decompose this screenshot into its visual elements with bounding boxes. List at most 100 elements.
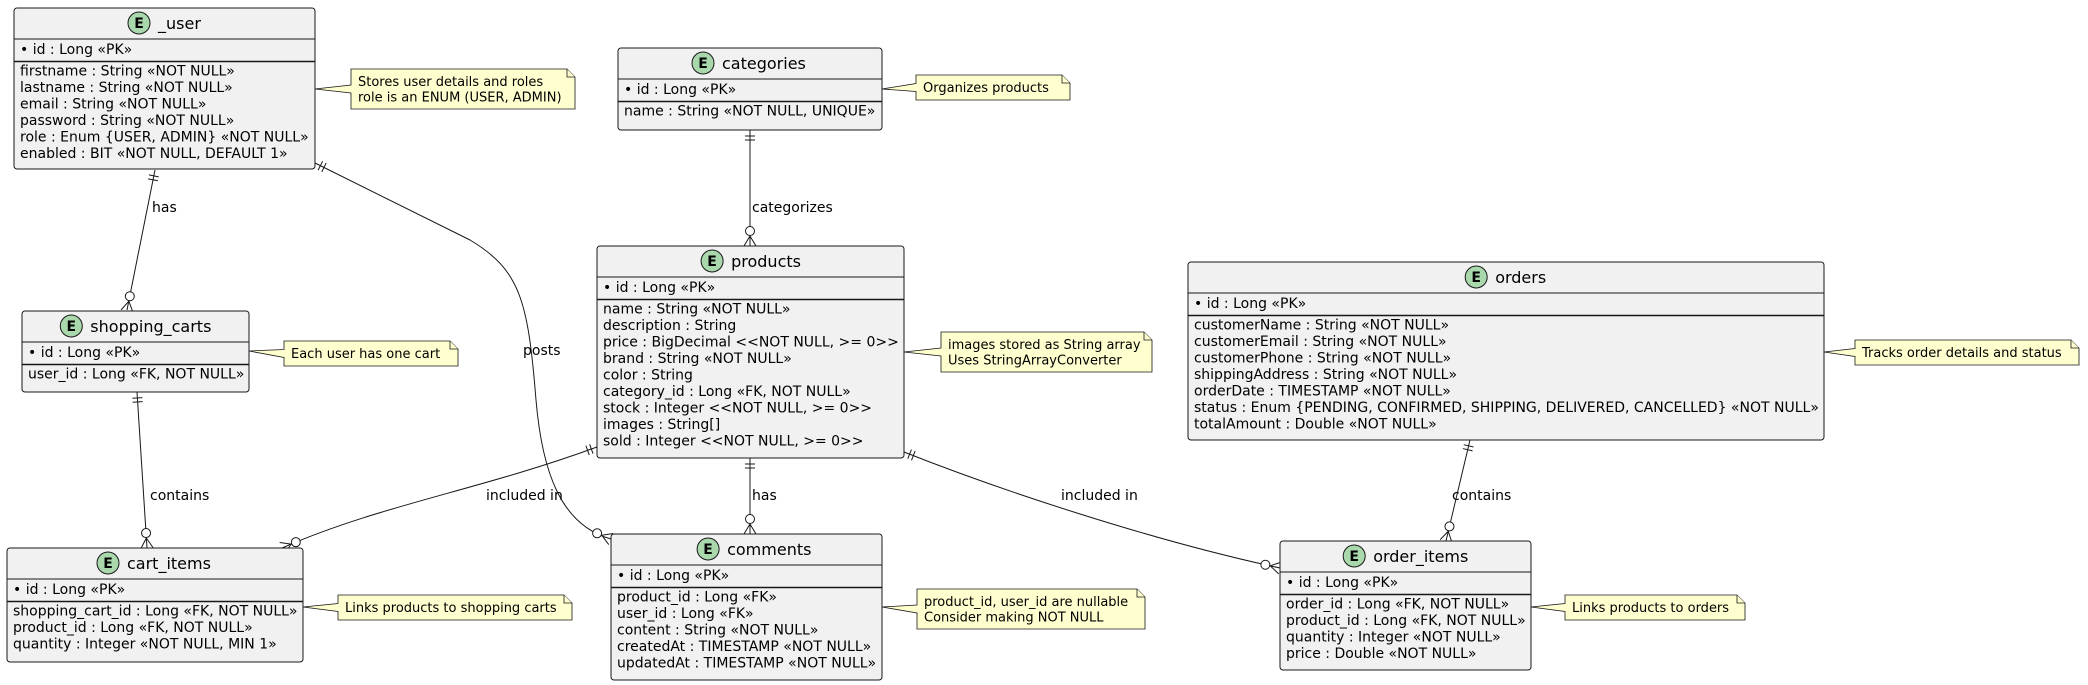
relationship-label: posts bbox=[523, 343, 561, 359]
note-text: Organizes products bbox=[923, 81, 1049, 96]
cardinality-one-mark bbox=[911, 450, 916, 461]
optional-circle-mark bbox=[1260, 559, 1271, 570]
note-fold-icon bbox=[1143, 332, 1152, 341]
optional-circle-mark bbox=[290, 537, 301, 548]
entity-field: price : BigDecimal <<NOT NULL, >= 0>> bbox=[603, 335, 899, 351]
note-text: Each user has one cart bbox=[291, 347, 440, 362]
note-text: role is an ENUM (USER, ADMIN) bbox=[358, 91, 562, 106]
entity-badge-letter: E bbox=[707, 254, 717, 270]
entity-field: images : String[] bbox=[603, 417, 720, 433]
cardinality-one-mark bbox=[132, 401, 143, 403]
relationship-products-included-cart: included in bbox=[279, 444, 598, 554]
relationship-user-posts-comments: posts bbox=[314, 160, 614, 545]
relationship-orders-contains-items: contains bbox=[1439, 439, 1511, 543]
entity-field: product_id : Long «FK, NOT NULL» bbox=[13, 620, 253, 636]
crowfoot-mark bbox=[128, 301, 134, 313]
entity-field: status : Enum {PENDING, CONFIRMED, SHIPP… bbox=[1194, 400, 1819, 416]
entity-badge-letter: E bbox=[1349, 549, 1359, 565]
crowfoot-mark bbox=[279, 541, 292, 545]
entity-field: updatedAt : TIMESTAMP «NOT NULL» bbox=[617, 656, 876, 672]
entity-field: shippingAddress : String «NOT NULL» bbox=[1194, 367, 1457, 383]
entity-pk-field: • id : Long «PK» bbox=[1286, 575, 1398, 591]
relationship-categories-categorizes-products: categorizes bbox=[743, 130, 833, 247]
relationship-products-has-comments: has bbox=[743, 458, 777, 535]
entity-field: customerEmail : String «NOT NULL» bbox=[1194, 334, 1447, 350]
note-fold-icon bbox=[1061, 75, 1070, 84]
entity-field: role : Enum {USER, ADMIN} «NOT NULL» bbox=[20, 130, 309, 146]
entity-field: enabled : BIT «NOT NULL, DEFAULT 1» bbox=[20, 146, 288, 162]
entity-badge-letter: E bbox=[1471, 270, 1481, 286]
entity-title: _user bbox=[157, 14, 201, 34]
relationship-user-has-carts: has bbox=[120, 169, 177, 313]
relationship-layer: has posts categorizes contains included in ha… bbox=[120, 130, 1511, 575]
entity-pk-field: • id : Long «PK» bbox=[20, 42, 132, 58]
entity-badge-letter: E bbox=[703, 542, 713, 558]
note-order-items: Links products to orders bbox=[1530, 594, 1746, 621]
entity-field: quantity : Integer «NOT NULL» bbox=[1286, 630, 1501, 646]
note-text: Consider making NOT NULL bbox=[924, 611, 1104, 626]
entity-title: categories bbox=[722, 54, 806, 73]
cardinality-one-mark bbox=[321, 162, 327, 173]
relationship-label: included in bbox=[1061, 488, 1138, 504]
entity-field: description : String bbox=[603, 318, 736, 334]
entity-box bbox=[1279, 540, 1532, 671]
cardinality-one-mark bbox=[1463, 444, 1474, 448]
entity-field: product_id : Long «FK» bbox=[617, 590, 777, 606]
relationship-label: categorizes bbox=[752, 200, 833, 216]
note-orders: Tracks order details and status bbox=[1823, 339, 2080, 366]
note-categories: Organizes products bbox=[881, 74, 1071, 101]
entity-field: firstname : String «NOT NULL» bbox=[20, 64, 235, 80]
cardinality-one-mark bbox=[148, 174, 159, 178]
note-shopping-carts: Each user has one cart bbox=[248, 340, 459, 367]
entity-field: quantity : Integer «NOT NULL, MIN 1» bbox=[13, 637, 277, 653]
entity-field: user_id : Long «FK» bbox=[617, 606, 754, 622]
entity-badge-icon bbox=[127, 11, 151, 35]
entity-field: product_id : Long «FK, NOT NULL» bbox=[1286, 613, 1526, 629]
note-fold-icon bbox=[449, 341, 458, 350]
entity-field: totalAmount : Double «NOT NULL» bbox=[1194, 417, 1437, 433]
note-fold-icon bbox=[566, 69, 575, 78]
note-text: product_id, user_id are nullable bbox=[924, 595, 1128, 610]
crowfoot-mark bbox=[743, 523, 751, 535]
note-comments: product_id, user_id are nullableConsider… bbox=[881, 588, 1146, 630]
entity-badge-icon bbox=[96, 551, 120, 575]
optional-circle-mark bbox=[124, 291, 135, 302]
note-text: Links products to shopping carts bbox=[345, 601, 557, 616]
relationship-line bbox=[903, 451, 1281, 569]
optional-circle-mark bbox=[141, 528, 152, 539]
entity-layer: E _user • id : Long «PK» firstname : String… bbox=[6, 7, 1825, 681]
entity-field: email : String «NOT NULL» bbox=[20, 97, 206, 113]
entity-field: lastname : String «NOT NULL» bbox=[20, 80, 233, 96]
note-shape bbox=[1823, 339, 2080, 366]
entity-badge-icon bbox=[1342, 544, 1366, 568]
entity-title: orders bbox=[1495, 268, 1546, 287]
relationship-line bbox=[281, 446, 598, 549]
crowfoot-mark bbox=[1270, 561, 1282, 567]
note-text: Links products to orders bbox=[1572, 601, 1729, 616]
cardinality-one-mark bbox=[132, 397, 143, 399]
entity-badge-letter: E bbox=[103, 556, 113, 572]
entity-field: orderDate : TIMESTAMP «NOT NULL» bbox=[1194, 384, 1451, 400]
crowfoot-mark bbox=[743, 235, 751, 247]
entity-field: createdAt : TIMESTAMP «NOT NULL» bbox=[617, 639, 871, 655]
relationship-products-included-order: included in bbox=[903, 449, 1282, 575]
relationship-label: has bbox=[752, 488, 777, 504]
entity-pk-field: • id : Long «PK» bbox=[1194, 296, 1306, 312]
entity-pk-field: • id : Long «PK» bbox=[617, 568, 729, 584]
entity-field: name : String «NOT NULL» bbox=[603, 302, 791, 318]
entity-field: password : String «NOT NULL» bbox=[20, 113, 234, 129]
entity-field: content : String «NOT NULL» bbox=[617, 623, 818, 639]
entity-box bbox=[6, 547, 304, 663]
entity-badge-icon bbox=[696, 537, 720, 561]
relationship-line bbox=[126, 169, 156, 311]
entity-field: shopping_cart_id : Long «FK, NOT NULL» bbox=[13, 604, 297, 620]
entity-badge-icon bbox=[691, 51, 715, 75]
entity-field: user_id : Long «FK, NOT NULL» bbox=[28, 367, 244, 383]
relationship-line bbox=[314, 162, 612, 540]
